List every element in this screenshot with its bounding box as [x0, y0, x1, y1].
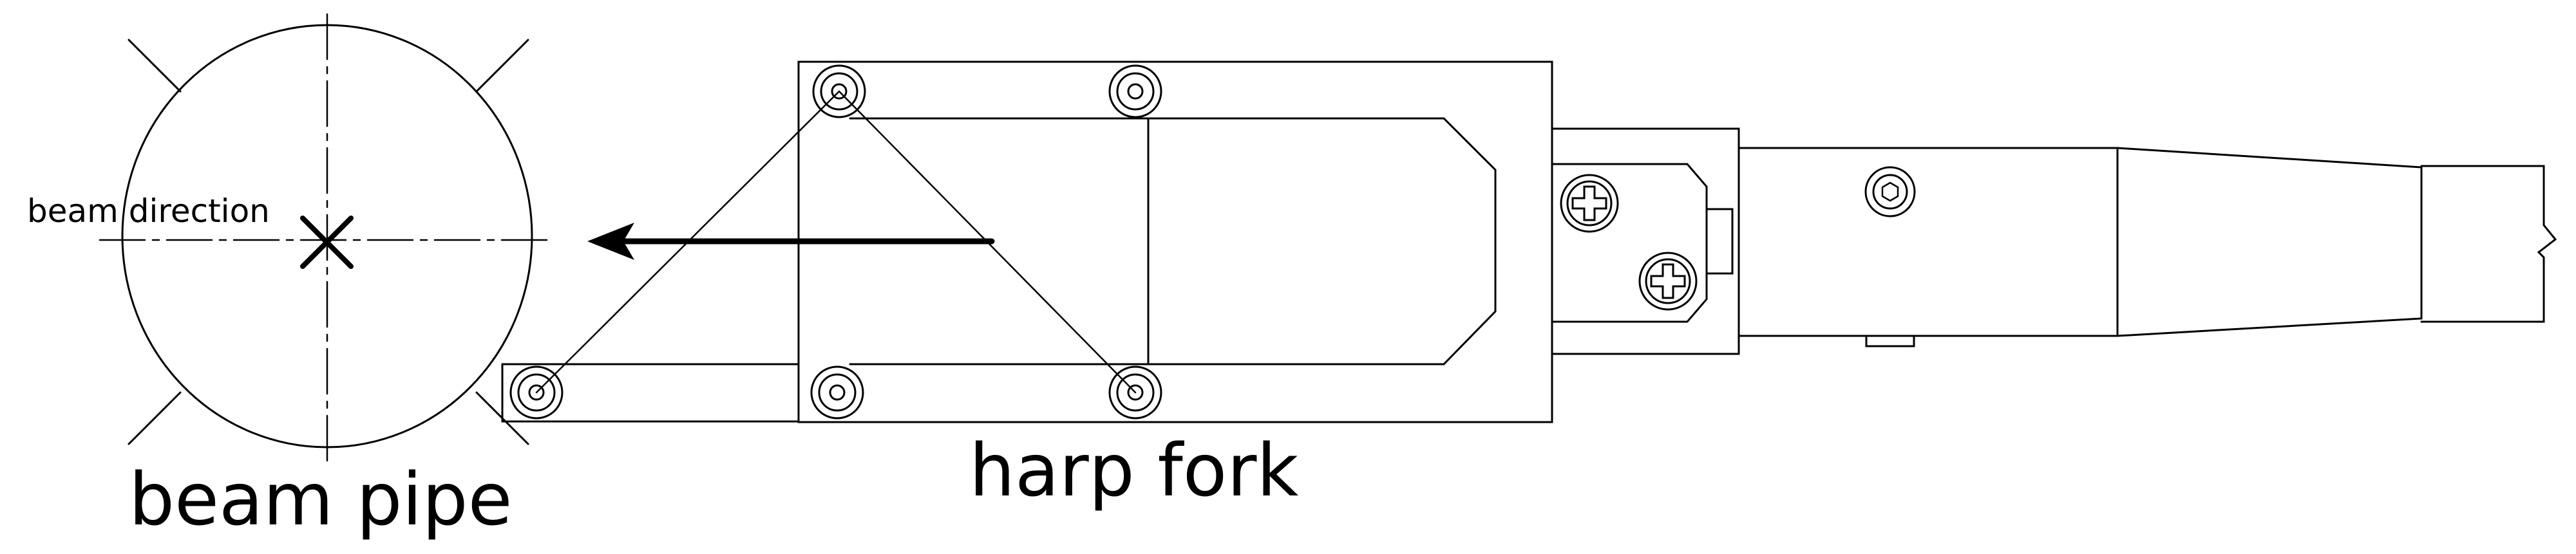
bolt-bottom-2 — [810, 365, 864, 420]
phillips-screw-icon-1 — [1560, 174, 1619, 233]
actuator-shaft — [1738, 147, 2557, 347]
beam-direction-arrowhead-icon — [587, 223, 634, 260]
beam-direction-arrow — [587, 223, 995, 260]
shaft-tab — [1865, 335, 1915, 347]
beam-direction-label: beam direction — [27, 192, 270, 230]
bolt-bottom-1 — [509, 365, 564, 420]
clamp-step — [1705, 208, 1734, 275]
shaft-end — [2420, 165, 2557, 323]
hex-socket-screw-icon — [1864, 166, 1916, 217]
shaft-taper — [2116, 147, 2423, 337]
phillips-screw-icon-2 — [1638, 252, 1698, 311]
harp-wire-1 — [535, 90, 840, 394]
harp-wire-2 — [838, 90, 1137, 394]
harp-fork-end-plate — [501, 363, 800, 423]
beam-pipe-tick-top-left — [128, 39, 182, 93]
clamp-outer — [1551, 127, 1740, 355]
beam-cross-icon — [300, 216, 354, 269]
harp-fork-inner-plate — [849, 117, 1497, 365]
bolt-top-2 — [1108, 64, 1162, 118]
mounting-clamp — [1551, 127, 1740, 355]
beam-pipe-label: beam pipe — [129, 458, 513, 542]
harp-fork-label: harp fork — [969, 429, 1298, 513]
clamp-inner — [1551, 163, 1708, 323]
beam-pipe-tick-bottom-left — [128, 391, 182, 445]
bolt-bottom-3 — [1108, 365, 1162, 420]
beam-pipe — [99, 13, 555, 466]
harp-fork — [501, 60, 1553, 423]
beam-pipe-tick-top-right — [475, 39, 529, 93]
bolt-top-1 — [812, 64, 866, 118]
shaft-body — [1738, 147, 2119, 337]
